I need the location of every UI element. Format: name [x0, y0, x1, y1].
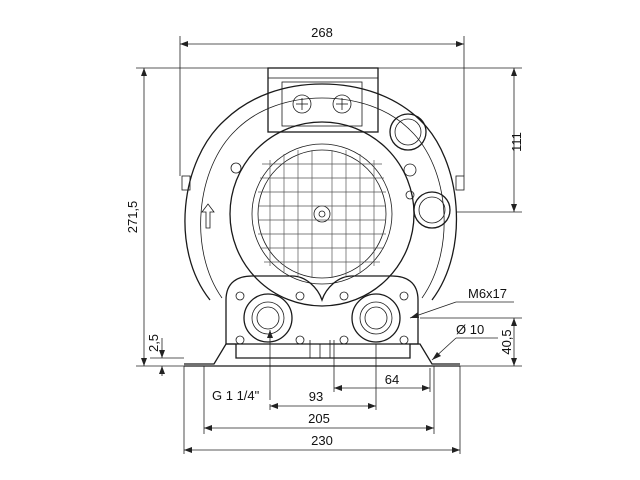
dim-top-width: 268: [179, 25, 465, 176]
dim-top-width-label: 268: [311, 25, 333, 40]
dim-thread-label: M6x17: [468, 286, 507, 301]
dim-port-label: G 1 1/4": [212, 388, 260, 403]
dim-base-small: 2,5: [146, 334, 184, 376]
dim-base-small-label: 2,5: [146, 334, 161, 352]
dim-base-right: 40,5: [420, 317, 522, 367]
dim-205: 205: [203, 366, 435, 434]
dim-230: 230: [183, 366, 461, 454]
dim-93: 93: [269, 344, 377, 410]
dim-230-label: 230: [311, 433, 333, 448]
dim-64-label: 64: [385, 372, 399, 387]
dim-93-label: 93: [309, 389, 323, 404]
dim-total-height-label: 271,5: [125, 201, 140, 234]
dim-port-callout: G 1 1/4": [212, 330, 273, 403]
dim-right-upper: 111: [378, 67, 524, 213]
dim-base-right-label: 40,5: [499, 329, 514, 354]
blower-body: [181, 67, 465, 367]
dim-hole-callout: Ø 10: [431, 322, 498, 361]
dim-64: 64: [333, 340, 431, 392]
dim-thread-callout: M6x17: [409, 286, 514, 319]
dim-total-height: 271,5: [125, 67, 268, 367]
dim-right-upper-label: 111: [509, 132, 524, 152]
dim-205-label: 205: [308, 411, 330, 426]
dim-hole-label: Ø 10: [456, 322, 484, 337]
